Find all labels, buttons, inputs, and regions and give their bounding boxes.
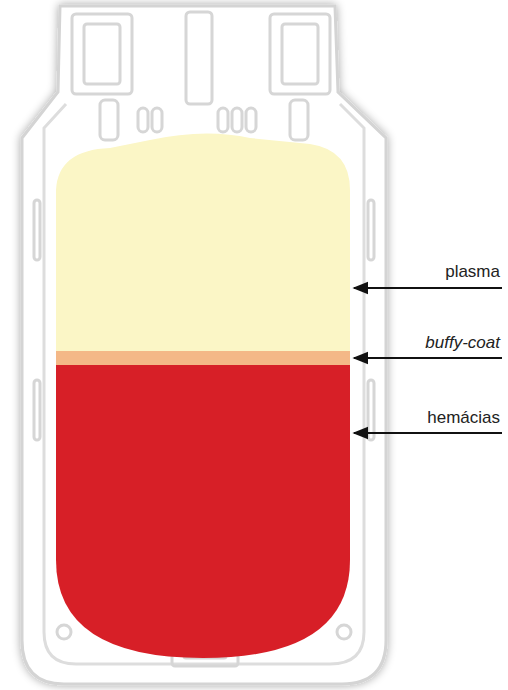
leader-arrows xyxy=(354,288,502,433)
layer-label: buffy-coat xyxy=(425,333,500,353)
plasma-layer xyxy=(56,133,350,351)
bag-outline xyxy=(22,6,386,684)
bag-ports xyxy=(34,12,374,666)
layer-label: hemácias xyxy=(427,408,500,428)
buffy-coat-layer xyxy=(56,351,350,365)
red-cell-layer xyxy=(56,365,350,658)
layer-label: plasma xyxy=(445,262,500,282)
bag-seam xyxy=(44,104,364,664)
